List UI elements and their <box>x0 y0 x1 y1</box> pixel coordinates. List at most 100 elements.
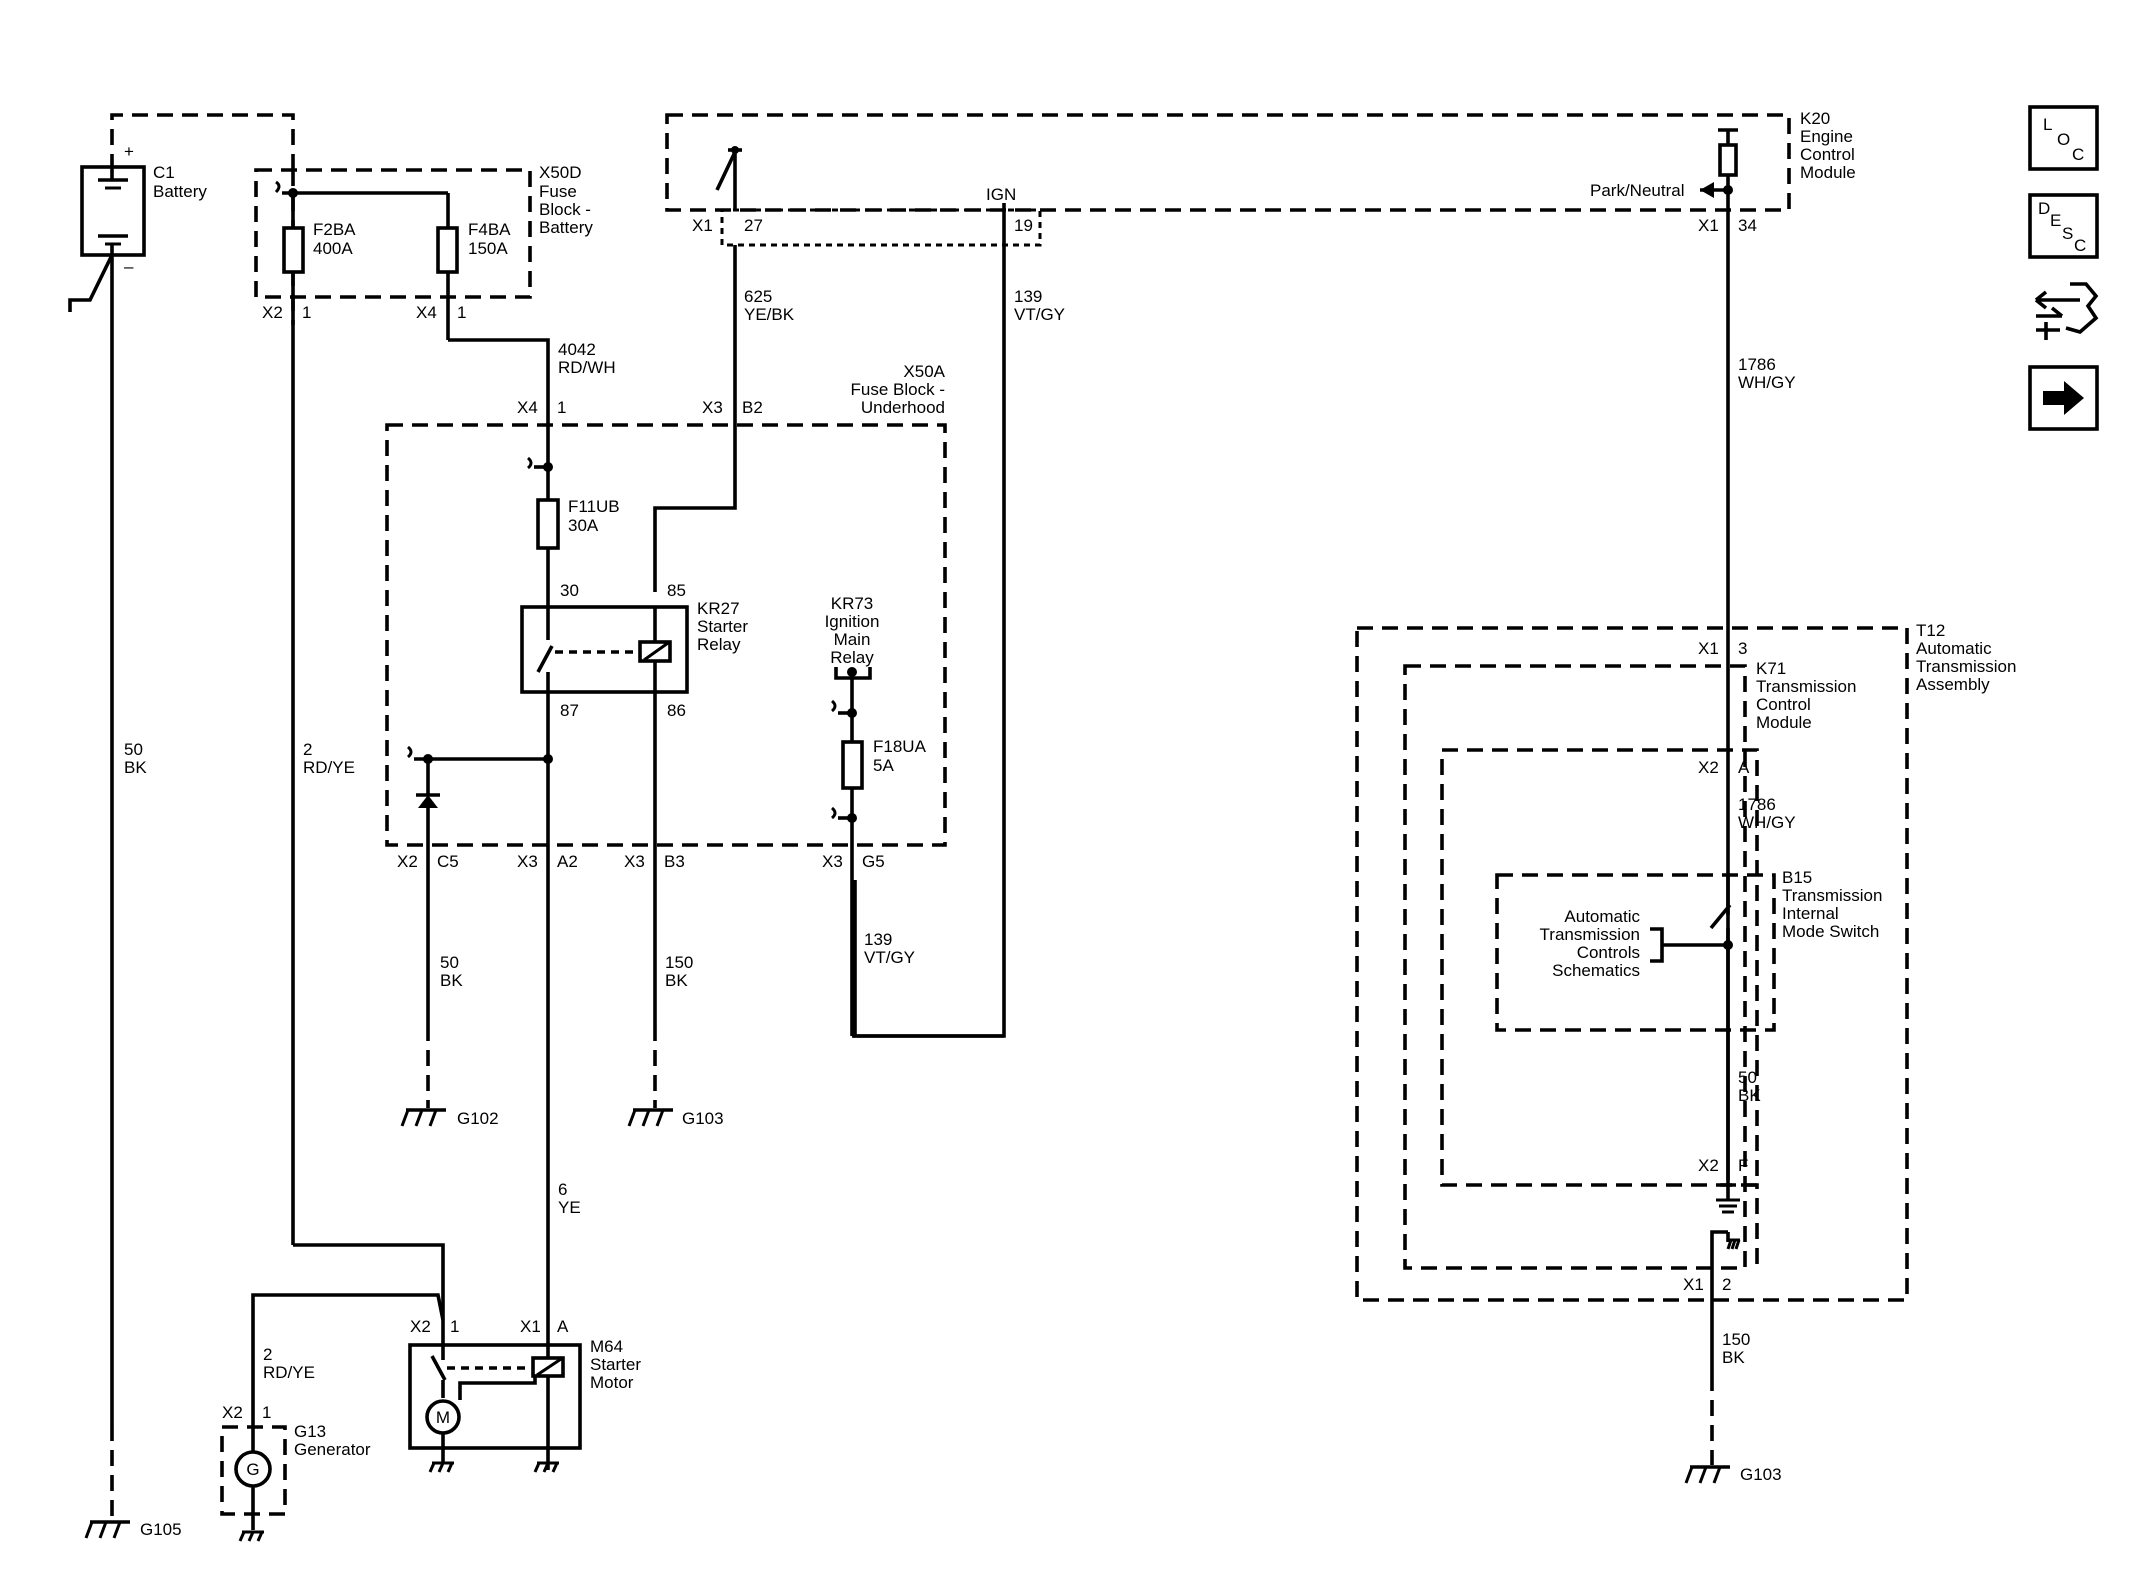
loc-button[interactable]: L O C <box>2028 105 2099 171</box>
wire-2-rdye-num: 2 <box>303 740 312 759</box>
wire-1786-top-color: WH/GY <box>1738 373 1796 392</box>
connector-x3-b3-id: X3 <box>624 852 645 871</box>
ignition-relay-ref: KR73 <box>831 594 874 613</box>
connector-x4-1-f4ba-id: X4 <box>416 303 437 322</box>
fuse-f18ua-ref: F18UA <box>873 737 927 756</box>
desc-button[interactable]: D E S C <box>2028 193 2099 259</box>
transmission-assembly-ref: T12 <box>1916 621 1945 640</box>
ignition-main-relay: KR73 Ignition Main Relay <box>825 594 879 742</box>
next-page-button[interactable] <box>2028 365 2099 431</box>
starter-relay: 30 85 87 86 KR27 Starter Relay <box>520 581 748 720</box>
ecm-ref: K20 <box>1800 109 1830 128</box>
fuse-block-battery-line-3: Battery <box>539 218 593 237</box>
connector-tools-icon[interactable] <box>2034 282 2099 340</box>
connector-x1-34-id: X1 <box>1698 216 1719 235</box>
wire-139-top-color: VT/GY <box>1014 305 1065 324</box>
desc-letter-c: C <box>2074 236 2086 255</box>
connector-x1-3-pin: 3 <box>1738 639 1747 658</box>
ground-g105-label: G105 <box>140 1520 182 1539</box>
starter-motor: X2 1 X1 A M64 Starter Motor M <box>408 1317 641 1473</box>
fuse-block-battery: X50D Fuse Block - Battery F2BA 400A F4BA… <box>254 163 593 1245</box>
transmission-assembly-line-1: Automatic <box>1916 639 1992 658</box>
transmission-assembly-line-2: Transmission <box>1916 657 2016 676</box>
wire-6-ye-num: 6 <box>558 1180 567 1199</box>
connector-x1-2-id: X1 <box>1683 1275 1704 1294</box>
connector-x2-1-f2ba-pin: 1 <box>302 303 311 322</box>
connector-x3-b2-pin: B2 <box>742 398 763 417</box>
mode-switch-ref-line-3: Controls <box>1577 943 1640 962</box>
ecm-ign-label: IGN <box>986 185 1016 204</box>
ecm-line-3: Module <box>1800 163 1856 182</box>
wire-150-bk-trans-color: BK <box>1722 1348 1745 1367</box>
fuse-block-battery-ref: X50D <box>539 163 582 182</box>
ground-g103-left: G103 <box>627 1108 724 1128</box>
wire-2-rdye-gen-color: RD/YE <box>263 1363 315 1382</box>
connector-x3-g5-pin: G5 <box>862 852 885 871</box>
tcm-ref: K71 <box>1756 659 1786 678</box>
battery: + – C1 Battery 50 BK G105 <box>68 113 295 1539</box>
starter-relay-pin-30: 30 <box>560 581 579 600</box>
loc-letter-o: O <box>2057 130 2070 149</box>
desc-letter-d: D <box>2038 199 2050 218</box>
connector-x1-34-pin: 34 <box>1738 216 1757 235</box>
mode-switch-ref-line-1: Automatic <box>1564 907 1640 926</box>
wire-1786-top-num: 1786 <box>1738 355 1776 374</box>
loc-letter-c: C <box>2072 145 2084 164</box>
connector-m64-x1-id: X1 <box>520 1317 541 1336</box>
transmission-assembly-line-3: Assembly <box>1916 675 1990 694</box>
mode-switch-ref-line-2: Transmission <box>1540 925 1640 944</box>
fuse-block-underhood-line-2: Underhood <box>861 398 945 417</box>
starter-relay-pin-86: 86 <box>667 701 686 720</box>
starter-relay-ref: KR27 <box>697 599 740 618</box>
fuse-f4ba-rating: 150A <box>468 239 508 258</box>
connector-x1-27-pin: 27 <box>744 216 763 235</box>
wire-625-color: YE/BK <box>744 305 795 324</box>
fuse-f11ub <box>536 498 560 550</box>
wire-150-bk-g103-num: 150 <box>665 953 693 972</box>
starter-motor-line-1: Starter <box>590 1355 641 1374</box>
engine-control-module: K20 Engine Control Module IGN Park/Neutr… <box>665 109 1856 247</box>
starter-relay-line-1: Starter <box>697 617 748 636</box>
wire-1786-trans-num: 1786 <box>1738 795 1776 814</box>
mode-switch-line-1: Transmission <box>1782 886 1882 905</box>
generator: X2 1 G13 Generator G <box>220 1403 371 1542</box>
connector-x4-1-x50a-pin: 1 <box>557 398 566 417</box>
fuse-block-underhood-ref: X50A <box>903 362 945 381</box>
connector-m64-x1-pin: A <box>557 1317 569 1336</box>
battery-minus: – <box>124 257 134 276</box>
connector-x2-c5-pin: C5 <box>437 852 459 871</box>
mode-switch-line-3: Mode Switch <box>1782 922 1879 941</box>
fuse-f2ba <box>282 226 305 274</box>
battery-name: Battery <box>153 182 207 201</box>
fuse-f2ba-rating: 400A <box>313 239 353 258</box>
connector-x1-27-id: X1 <box>692 216 713 235</box>
fuse-f18ua <box>841 740 864 790</box>
fuse-block-battery-line-2: Block - <box>539 200 591 219</box>
generator-line-1: Generator <box>294 1440 371 1459</box>
connector-x2-c5-id: X2 <box>397 852 418 871</box>
motor-symbol-label: M <box>436 1408 450 1427</box>
wire-6-ye-color: YE <box>558 1198 581 1217</box>
connector-x2-f-pin: F <box>1738 1156 1748 1175</box>
tcm-line-2: Control <box>1756 695 1811 714</box>
wire-50-bk-trans-color: BK <box>1738 1086 1761 1105</box>
mode-switch-ref: B15 <box>1782 868 1812 887</box>
ecm-line-1: Engine <box>1800 127 1853 146</box>
starter-relay-pin-85: 85 <box>667 581 686 600</box>
desc-letter-s: S <box>2062 224 2073 243</box>
fuse-block-battery-line-1: Fuse <box>539 182 577 201</box>
connector-g13-x2-id: X2 <box>222 1403 243 1422</box>
ground-g103-left-label: G103 <box>682 1109 724 1128</box>
wire-139-top-num: 139 <box>1014 287 1042 306</box>
wire-150-bk-g103-color: BK <box>665 971 688 990</box>
loc-letter-l: L <box>2043 115 2052 134</box>
arrow-right-icon <box>2043 381 2084 415</box>
wire-2-rdye-color: RD/YE <box>303 758 355 777</box>
starter-motor-ref: M64 <box>590 1337 623 1356</box>
starter-motor-line-2: Motor <box>590 1373 634 1392</box>
wire-625-num: 625 <box>744 287 772 306</box>
wire-50-bk-battery-num: 50 <box>124 740 143 759</box>
connector-x3-a2-pin: A2 <box>557 852 578 871</box>
connector-x3-b3-pin: B3 <box>664 852 685 871</box>
wire-150-bk-trans-num: 150 <box>1722 1330 1750 1349</box>
